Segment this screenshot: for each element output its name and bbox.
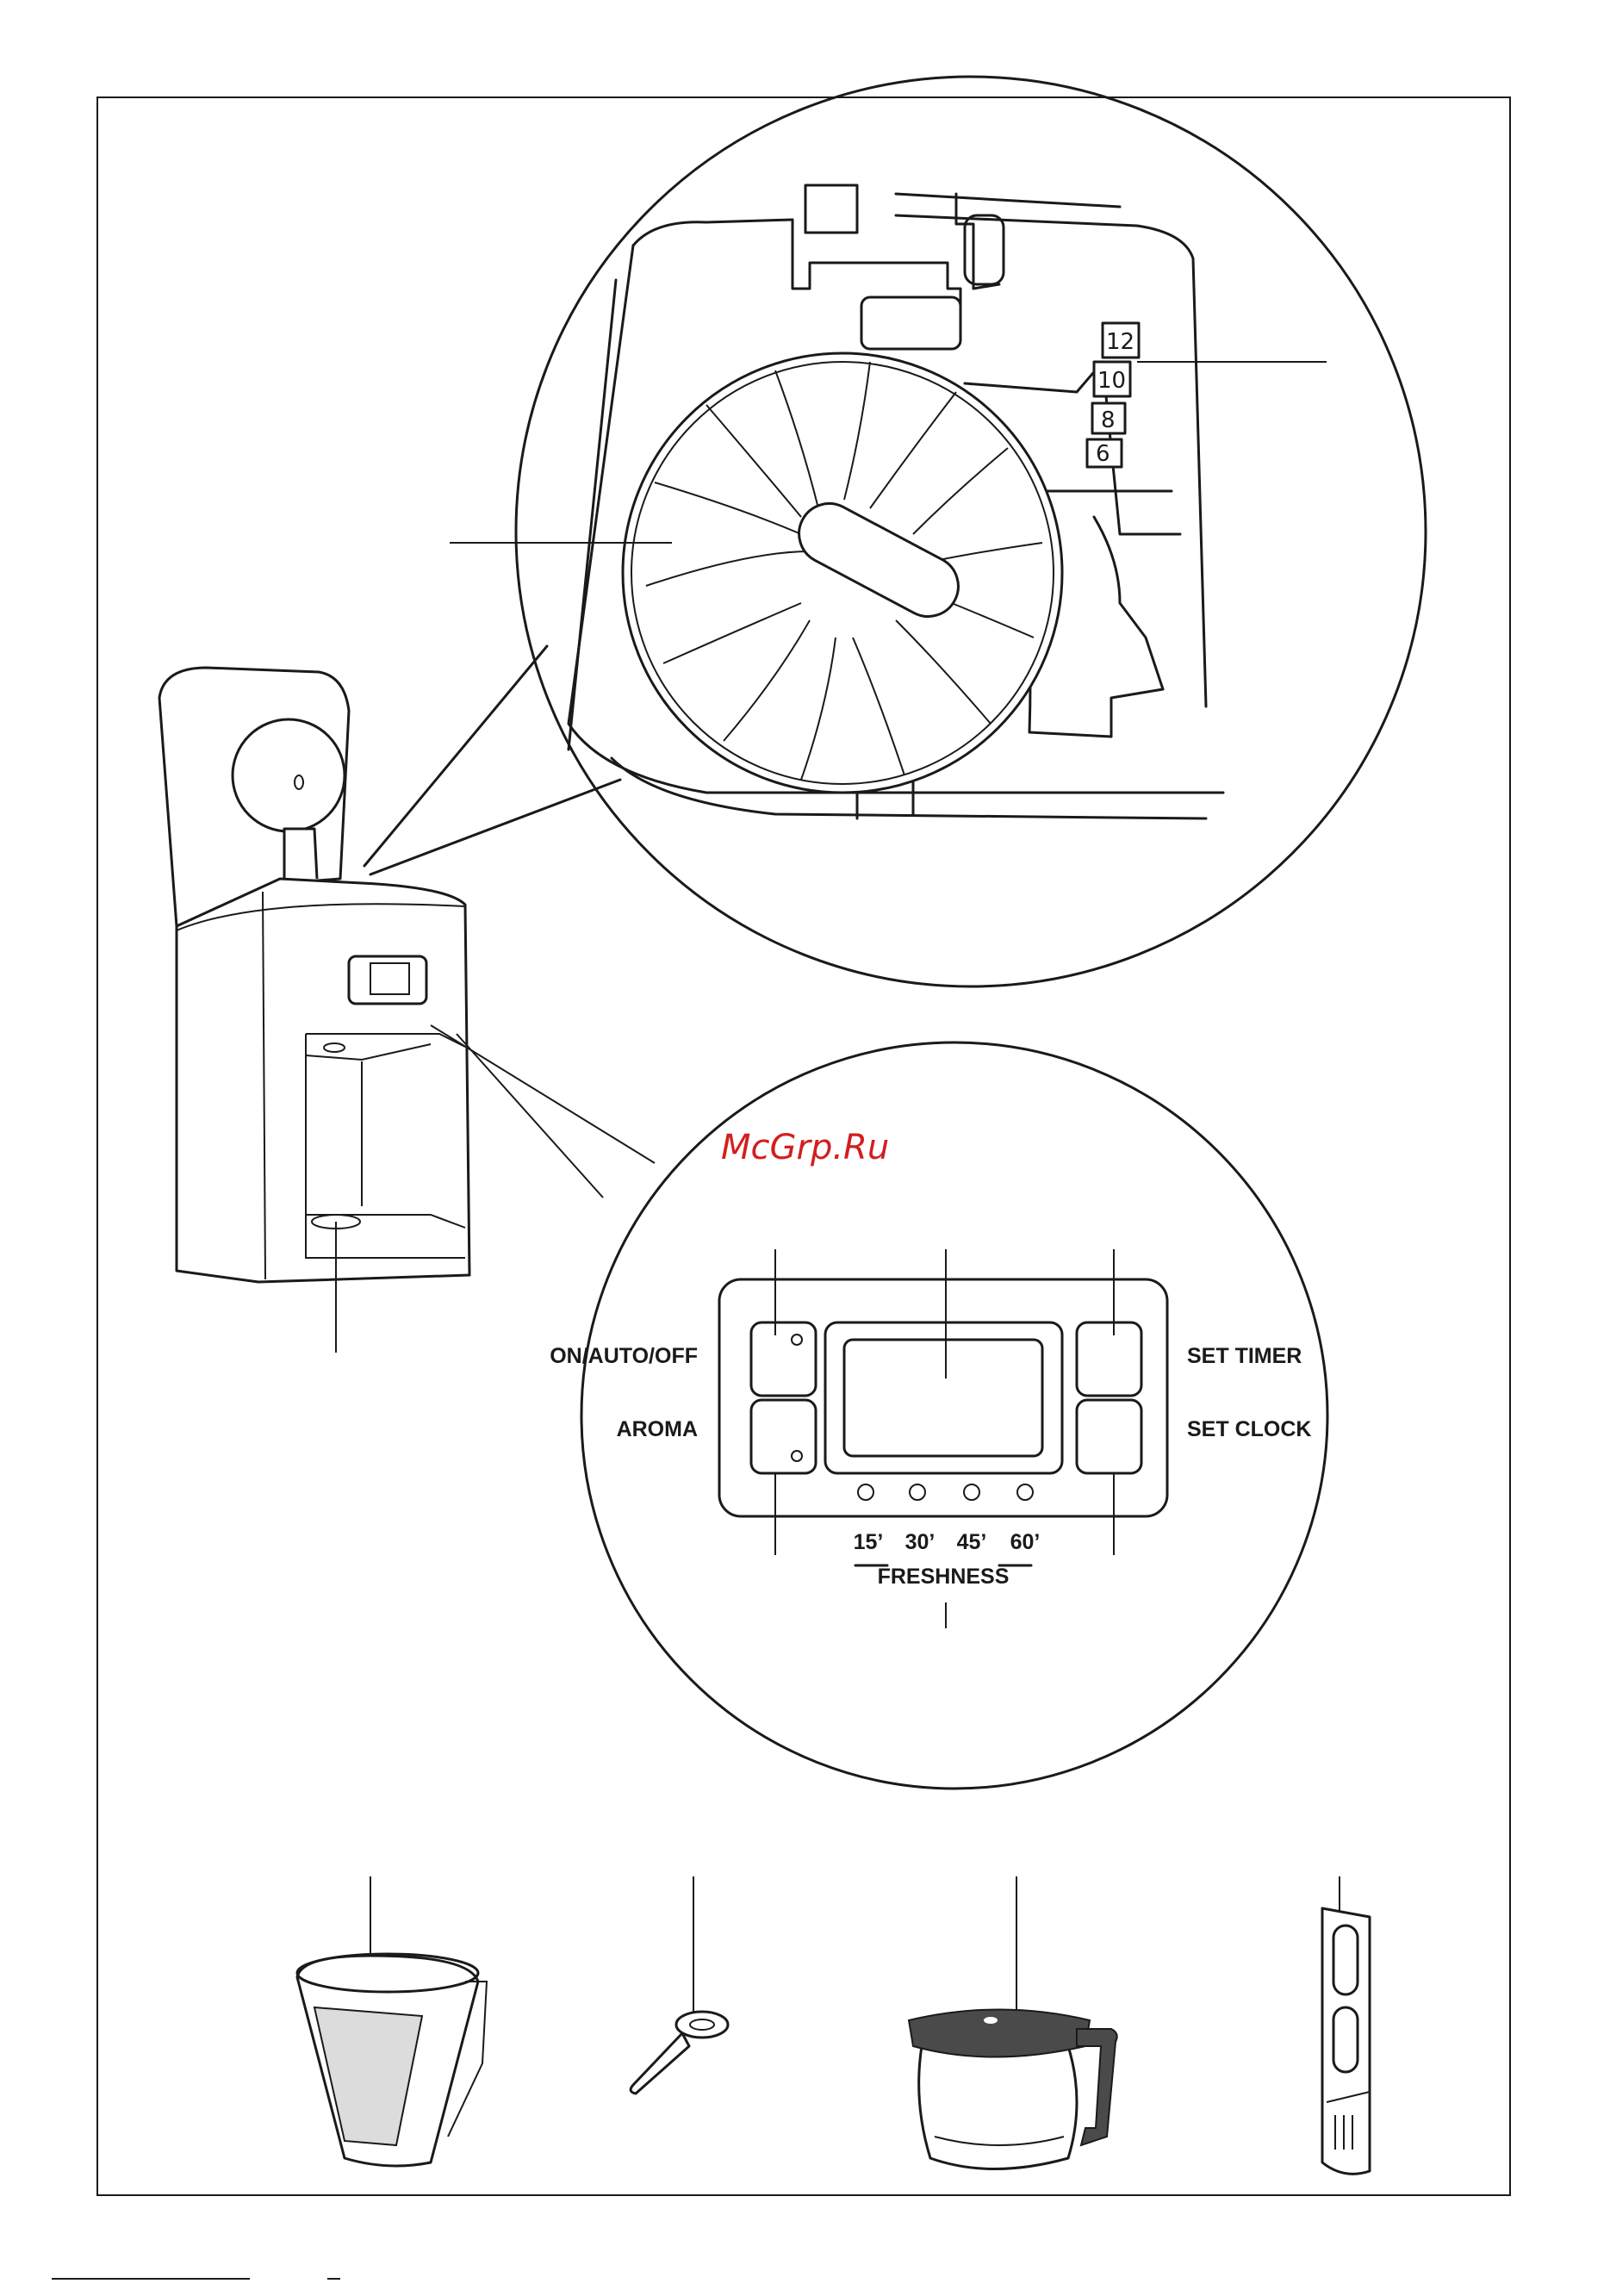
freshness-45: 45’ bbox=[957, 1530, 987, 1554]
aroma-button[interactable] bbox=[751, 1400, 816, 1473]
label-freshness: FRESHNESS bbox=[878, 1565, 1010, 1589]
water-filter-holder-illustration bbox=[1322, 1876, 1370, 2174]
filter-basket-illustration bbox=[297, 1876, 487, 2166]
scale-12: 12 bbox=[1106, 329, 1134, 355]
freshness-60: 60’ bbox=[1010, 1530, 1041, 1554]
set-timer-button[interactable] bbox=[1077, 1322, 1141, 1396]
label-aroma: AROMA bbox=[617, 1417, 698, 1441]
label-set-clock: SET CLOCK bbox=[1187, 1417, 1311, 1441]
scale-6: 6 bbox=[1096, 441, 1110, 467]
freshness-30: 30’ bbox=[905, 1530, 936, 1554]
cup-level-scale: 12 10 8 6 bbox=[1087, 323, 1139, 467]
coffee-maker-illustration bbox=[159, 668, 655, 1353]
scale-10: 10 bbox=[1097, 368, 1126, 394]
on-auto-off-button[interactable] bbox=[751, 1322, 816, 1396]
scale-8: 8 bbox=[1101, 408, 1116, 433]
measuring-scoop-illustration bbox=[631, 1876, 728, 2094]
control-panel-detail: ON/AUTO/OFF AROMA SET TIMER SET CLOCK 15… bbox=[550, 1042, 1327, 1789]
label-on-auto-off: ON/AUTO/OFF bbox=[550, 1344, 698, 1368]
glass-carafe-illustration bbox=[909, 1876, 1117, 2169]
set-clock-button[interactable] bbox=[1077, 1400, 1141, 1473]
watermark: McGrp.Ru bbox=[721, 1128, 889, 1167]
lcd-display bbox=[825, 1322, 1062, 1473]
label-set-timer: SET TIMER bbox=[1187, 1344, 1302, 1368]
freshness-15: 15’ bbox=[854, 1530, 884, 1554]
reservoir-detail: 12 10 8 6 bbox=[364, 77, 1426, 986]
